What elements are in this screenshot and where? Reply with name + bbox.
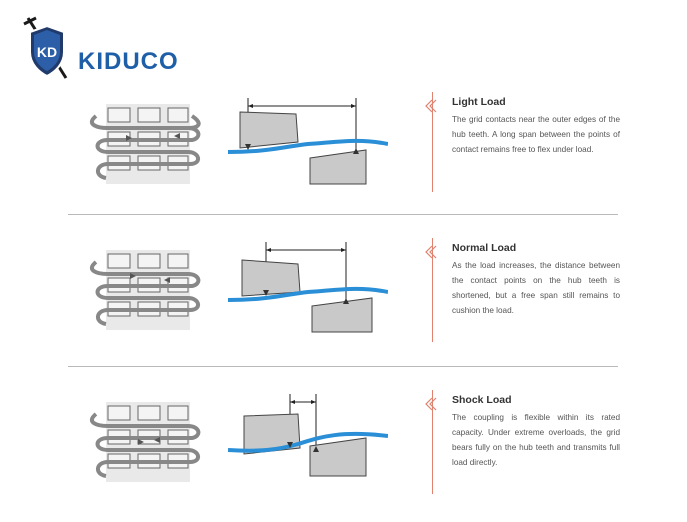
section-body: As the load increases, the distance betw… bbox=[452, 261, 620, 315]
section-body: The coupling is flexible within its rate… bbox=[452, 413, 620, 467]
normal-load-section: Normal Load As the load increases, the d… bbox=[68, 238, 620, 368]
section-divider bbox=[68, 214, 618, 215]
grid-spring-illustration bbox=[89, 402, 201, 482]
grid-spring-illustration bbox=[89, 104, 201, 184]
section-title: Normal Load bbox=[452, 242, 517, 254]
accent-line bbox=[432, 92, 433, 192]
section-divider bbox=[68, 366, 618, 367]
accent-line bbox=[432, 390, 433, 494]
shock-load-section: Shock Load The coupling is flexible with… bbox=[68, 390, 620, 520]
accent-line bbox=[432, 238, 433, 342]
contact-diagram bbox=[228, 98, 388, 185]
badge-letters: KD bbox=[37, 44, 57, 60]
shield-sword-icon: KD bbox=[23, 16, 68, 79]
brand-logo: KD KIDUCO bbox=[22, 16, 222, 80]
brand-name: KIDUCO bbox=[78, 48, 179, 75]
section-title: Shock Load bbox=[452, 394, 512, 406]
contact-diagram bbox=[228, 242, 388, 333]
section-title: Light Load bbox=[452, 96, 506, 108]
grid-spring-illustration bbox=[89, 250, 201, 330]
light-load-section: Light Load The grid contacts near the ou… bbox=[68, 92, 620, 222]
section-body: The grid contacts near the outer edges o… bbox=[452, 115, 620, 154]
contact-diagram bbox=[228, 394, 388, 477]
chevron-left-icon bbox=[425, 99, 437, 113]
chevron-left-icon bbox=[425, 397, 437, 411]
chevron-left-icon bbox=[425, 245, 437, 259]
